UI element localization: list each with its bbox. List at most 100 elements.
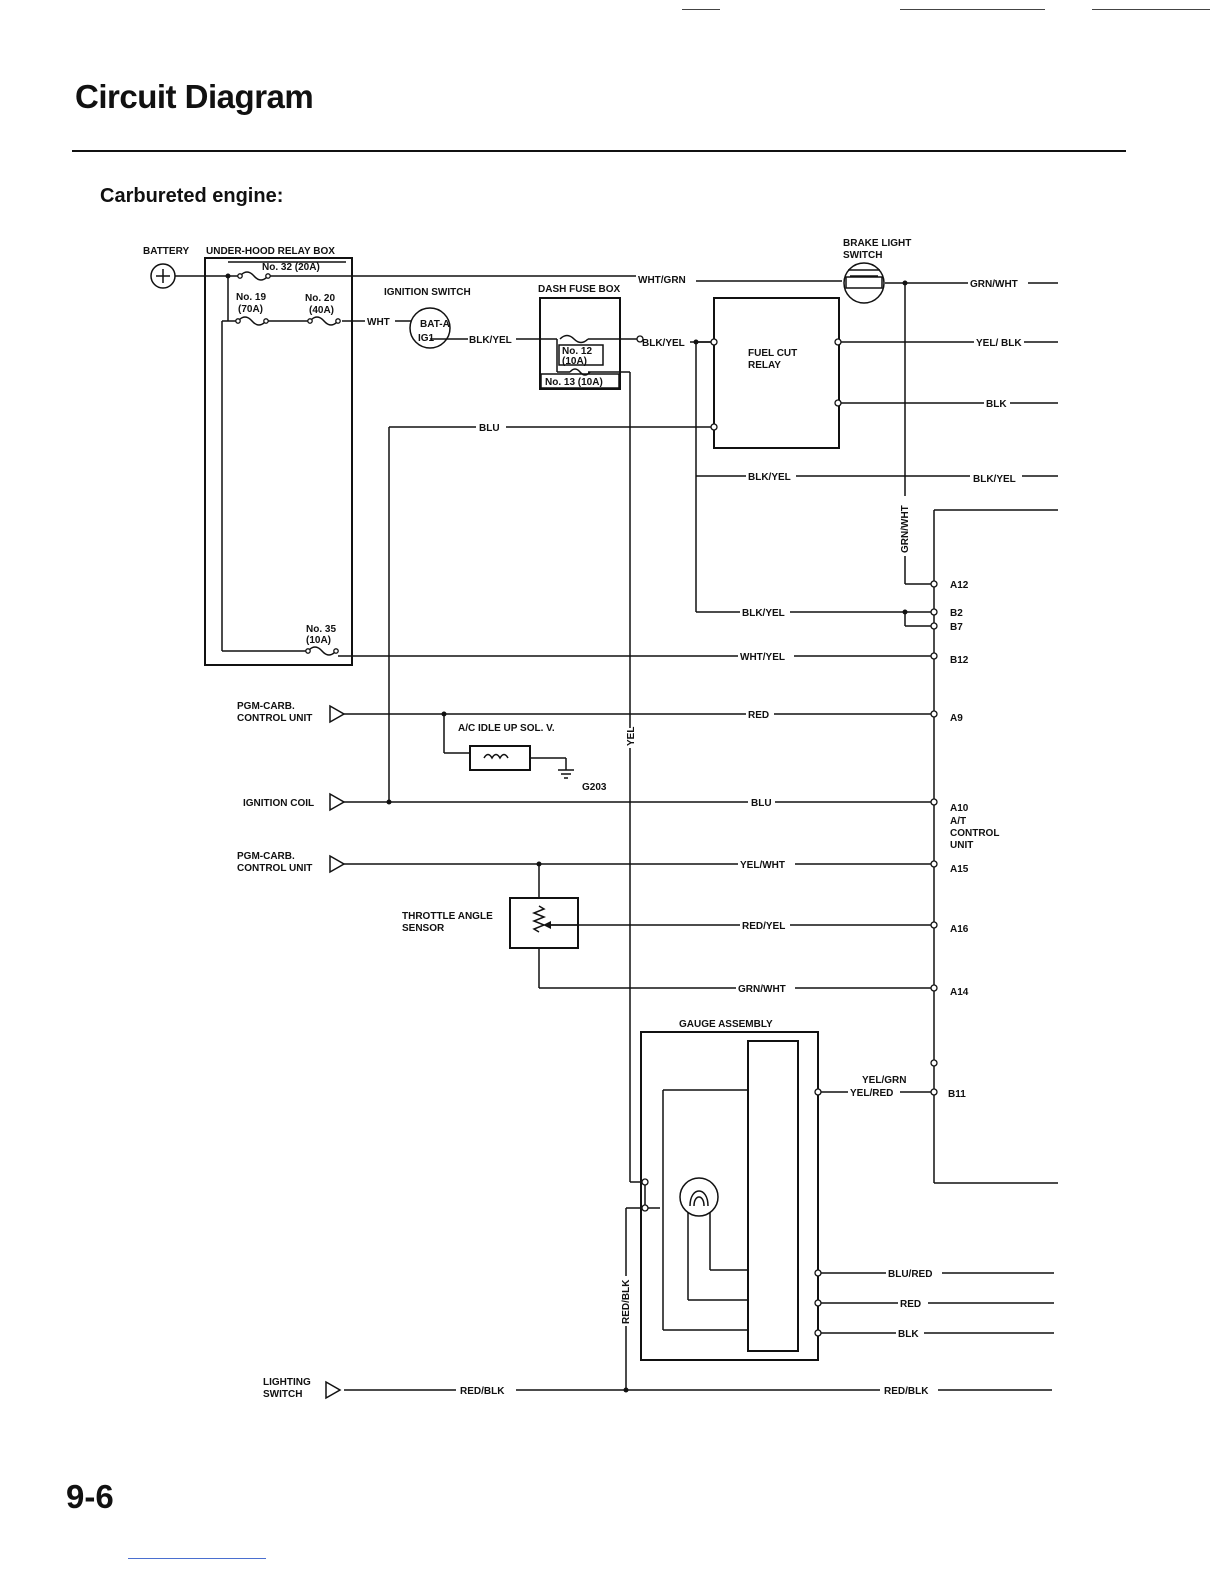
lighting-switch-label: LIGHTING [263, 1377, 311, 1388]
terminal-circles [636, 335, 938, 1337]
brake-switch-label: BRAKE LIGHT [843, 238, 911, 249]
brake-light-switch-icon [843, 262, 885, 304]
pgm-carb-label-2: CONTROL UNIT [237, 713, 312, 724]
terminal-label: A12 [950, 580, 969, 591]
junction-dots [225, 273, 908, 1393]
bottom-margin-mark [128, 1558, 266, 1559]
fuse-35-rating: (10A) [306, 635, 331, 646]
wire-label: WHT [367, 317, 390, 328]
terminal-label: B2 [950, 608, 963, 619]
pgm-carb-label-b: PGM-CARB. [237, 851, 295, 862]
battery-icon [150, 263, 176, 289]
fuse-20-rating: (40A) [309, 305, 334, 316]
wire-label: RED/BLK [884, 1386, 929, 1397]
fuse-12-label: No. 12 [562, 346, 592, 357]
wire-label: RED/BLK [460, 1386, 505, 1397]
wire-label: YEL/GRN [862, 1075, 906, 1086]
terminal-label: A14 [950, 987, 969, 998]
at-control-label-2: CONTROL [950, 828, 999, 839]
wire-label: BLK/YEL [973, 474, 1016, 485]
at-control-label-3: UNIT [950, 840, 973, 851]
terminal-label: A16 [950, 924, 969, 935]
fuse-19-rating: (70A) [238, 304, 263, 315]
fuse-19-label: No. 19 [236, 292, 266, 303]
ignition-switch-icon [409, 307, 451, 349]
fuse-12-rating: (10A) [562, 356, 587, 367]
fuse-19-icon [237, 316, 267, 326]
wire-label: YEL [626, 727, 637, 746]
dash-fuse-box-label: DASH FUSE BOX [538, 284, 621, 295]
wiring [175, 275, 1058, 1391]
connector-arrow-icon [329, 792, 346, 812]
ignition-bat-label: BAT-A [420, 319, 450, 330]
fuse-12-icon [559, 334, 589, 344]
wire-label: WHT/YEL [740, 652, 785, 663]
ac-idle-label: A/C IDLE UP SOL. V. [458, 723, 555, 734]
pgm-carb-label: PGM-CARB. [237, 701, 295, 712]
throttle-angle-sensor-icon [509, 897, 579, 949]
top-margin-mark [900, 9, 1045, 10]
brake-switch-label-2: SWITCH [843, 250, 882, 261]
wire-label: BLU [751, 798, 772, 809]
fuse-20-label: No. 20 [305, 293, 335, 304]
fuse-32-icon [239, 271, 269, 281]
page-number: 9-6 [66, 1478, 114, 1515]
ground-icon [558, 769, 574, 779]
terminal-label: B11 [948, 1089, 966, 1100]
section-subtitle: Carbureted engine: [100, 185, 284, 207]
wire-label: BLK [986, 399, 1007, 410]
gauge-assembly-label: GAUGE ASSEMBLY [679, 1019, 773, 1030]
dash-fuse-box [539, 297, 621, 390]
wire-label: GRN/WHT [900, 505, 911, 553]
ignition-ig-label: IG1 [418, 333, 435, 344]
solenoid-coil-icon [469, 745, 531, 771]
ignition-coil-label: IGNITION COIL [243, 798, 314, 809]
relay-box-label: UNDER-HOOD RELAY BOX [206, 246, 335, 257]
wire-label: WHT/GRN [638, 275, 686, 286]
fuse-32-label: No. 32 (20A) [262, 262, 320, 273]
fuse-13-label: No. 13 (10A) [545, 377, 603, 388]
lighting-switch-label-2: SWITCH [263, 1389, 302, 1400]
battery-label: BATTERY [143, 246, 189, 257]
terminal-label: B12 [950, 655, 969, 666]
fuse-20-icon [309, 316, 339, 326]
connector-arrow-icon [329, 854, 346, 874]
wire-label: BLK/YEL [642, 338, 685, 349]
indicator-bulb-icon [679, 1177, 719, 1217]
wire-label: RED/BLK [621, 1279, 632, 1324]
title-rule [72, 150, 1126, 152]
wire-label: BLU [479, 423, 500, 434]
wire-label: RED [748, 710, 769, 721]
page-title: Circuit Diagram [75, 78, 314, 115]
wire-label: BLU/RED [888, 1269, 932, 1280]
terminal-label: B7 [950, 622, 963, 633]
top-margin-mark [1092, 9, 1210, 10]
wire-label: GRN/WHT [970, 279, 1018, 290]
fuel-cut-relay-label: FUEL CUT [748, 348, 797, 359]
wire-label: YEL/WHT [740, 860, 785, 871]
pgm-carb-label-b2: CONTROL UNIT [237, 863, 312, 874]
gauge-unit [747, 1040, 799, 1352]
terminal-label: A10 [950, 803, 969, 814]
top-margin-mark [682, 9, 720, 10]
tas-label: THROTTLE ANGLE [402, 911, 493, 922]
wire-label: BLK/YEL [748, 472, 791, 483]
fuse-35-label: No. 35 [306, 624, 336, 635]
wire-label: BLK/YEL [742, 608, 785, 619]
ignition-switch-label: IGNITION SWITCH [384, 287, 471, 298]
connector-arrow-icon [329, 704, 346, 724]
connector-arrow-icon [325, 1380, 342, 1400]
at-control-label: A/T [950, 816, 966, 827]
terminal-label: A9 [950, 713, 963, 724]
wire-label: RED/YEL [742, 921, 785, 932]
fuel-cut-relay [713, 297, 840, 449]
wire-label: YEL/ BLK [976, 338, 1022, 349]
terminal-label: A15 [950, 864, 969, 875]
tas-label-2: SENSOR [402, 923, 445, 934]
wire-label: YEL/RED [850, 1088, 893, 1099]
under-hood-relay-box [204, 257, 353, 666]
wire-label: RED [900, 1299, 921, 1310]
wire-label: BLK [898, 1329, 919, 1340]
fuse-35-icon [307, 646, 337, 656]
